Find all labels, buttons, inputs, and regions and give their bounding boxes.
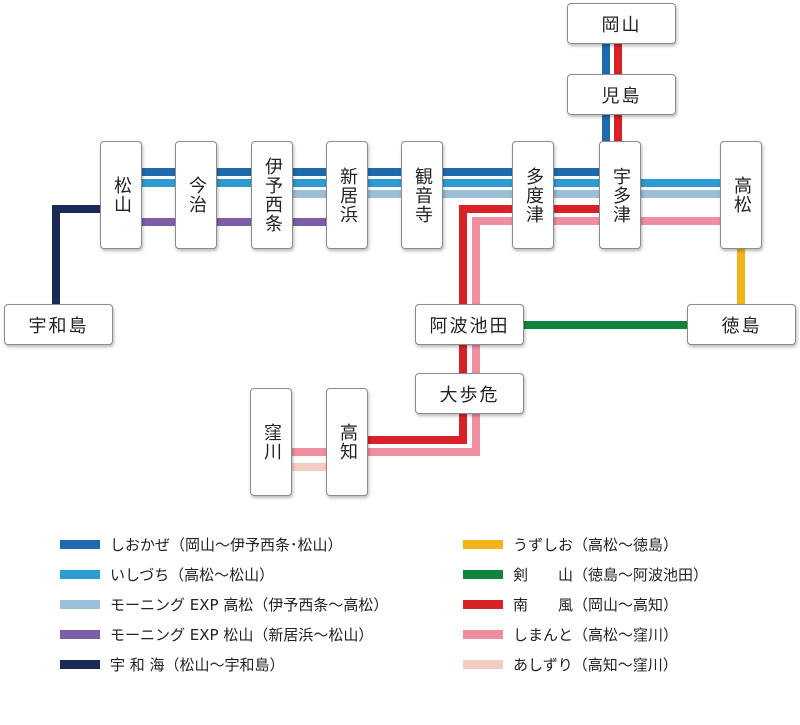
- legend-swatch: [463, 599, 503, 609]
- legend-item-tsurugi: 剣 山（徳島〜阿波池田）: [463, 562, 708, 586]
- station-awaikeda[interactable]: 阿波池田: [415, 304, 524, 345]
- legend-label: あしずり（高知〜窪川）: [513, 655, 678, 674]
- station-label: 観音寺: [412, 166, 433, 224]
- station-niihama[interactable]: 新居浜: [326, 141, 368, 249]
- station-label: 多度津: [523, 166, 544, 224]
- legend-label: モーニング EXP 高松（伊予西条〜高松）: [110, 595, 389, 614]
- station-label: 今治: [186, 176, 207, 214]
- station-label: 伊予西条: [262, 157, 283, 233]
- station-kojima[interactable]: 児島: [567, 74, 676, 115]
- legend-swatch: [463, 539, 503, 549]
- station-kanonji[interactable]: 観音寺: [401, 141, 443, 249]
- station-okayama[interactable]: 岡山: [567, 3, 676, 44]
- legend-label: 南 風（岡山〜高知）: [513, 595, 679, 614]
- station-label: 窪川: [261, 423, 282, 461]
- legend-item-ashizuri: あしずり（高知〜窪川）: [463, 652, 678, 676]
- legend-label: しおかぜ（岡山〜伊予西条･松山）: [110, 535, 343, 554]
- station-label: 阿波池田: [429, 315, 510, 337]
- station-label: 宇和島: [28, 315, 89, 337]
- legend-swatch: [463, 569, 503, 579]
- legend-item-shiokaze: しおかぜ（岡山〜伊予西条･松山）: [60, 532, 343, 556]
- station-label: 松山: [111, 176, 132, 214]
- legend-item-morning-exp-matsuyama: モーニング EXP 松山（新居浜〜松山）: [60, 622, 373, 646]
- legend-swatch: [60, 599, 100, 609]
- legend-swatch: [463, 629, 503, 639]
- station-label: 大歩危: [439, 384, 500, 406]
- legend-swatch: [60, 569, 100, 579]
- legend-swatch: [60, 629, 100, 639]
- legend-swatch: [60, 539, 100, 549]
- legend-label: しまんと（高松〜窪川）: [513, 625, 679, 644]
- station-uwajima[interactable]: 宇和島: [4, 304, 113, 345]
- station-utazu[interactable]: 宇多津: [599, 141, 641, 249]
- legend-swatch: [60, 659, 100, 669]
- route-uwakai: [52, 205, 120, 325]
- station-oboke[interactable]: 大歩危: [415, 373, 524, 414]
- legend-label: いしづち（高松〜松山）: [110, 565, 275, 584]
- legend-item-uzushio: うずしお（高松〜徳島）: [463, 532, 678, 556]
- station-kubokawa[interactable]: 窪川: [250, 388, 292, 496]
- station-label: 岡山: [601, 14, 642, 36]
- station-label: 新居浜: [337, 166, 358, 224]
- legend-item-uwakai: 宇 和 海（松山〜宇和島）: [60, 652, 285, 676]
- station-matsuyama[interactable]: 松山: [100, 141, 142, 249]
- station-iyosaijo[interactable]: 伊予西条: [251, 141, 293, 249]
- legend-label: モーニング EXP 松山（新居浜〜松山）: [110, 625, 374, 644]
- station-label: 児島: [601, 85, 642, 107]
- station-takamatsu[interactable]: 高松: [720, 141, 762, 249]
- station-tokushima[interactable]: 徳島: [687, 304, 796, 345]
- legend-item-nanpu: 南 風（岡山〜高知）: [463, 592, 678, 616]
- legend-item-ishizuchi: いしづち（高松〜松山）: [60, 562, 274, 586]
- legend-label: 剣 山（徳島〜阿波池田）: [513, 565, 709, 584]
- station-kochi[interactable]: 高知: [326, 388, 368, 496]
- station-imabari[interactable]: 今治: [175, 141, 217, 249]
- station-label: 高知: [337, 423, 358, 461]
- legend-item-morning-exp-takamatsu: モーニング EXP 高松（伊予西条〜高松）: [60, 592, 388, 616]
- station-label: 高松: [731, 176, 752, 214]
- legend-label: うずしお（高松〜徳島）: [513, 535, 679, 554]
- legend-item-shimanto: しまんと（高松〜窪川）: [463, 622, 678, 646]
- station-label: 徳島: [721, 315, 762, 337]
- legend-label: 宇 和 海（松山〜宇和島）: [110, 655, 285, 674]
- legend-swatch: [463, 659, 503, 669]
- station-tadotsu[interactable]: 多度津: [512, 141, 554, 249]
- station-label: 宇多津: [610, 166, 631, 224]
